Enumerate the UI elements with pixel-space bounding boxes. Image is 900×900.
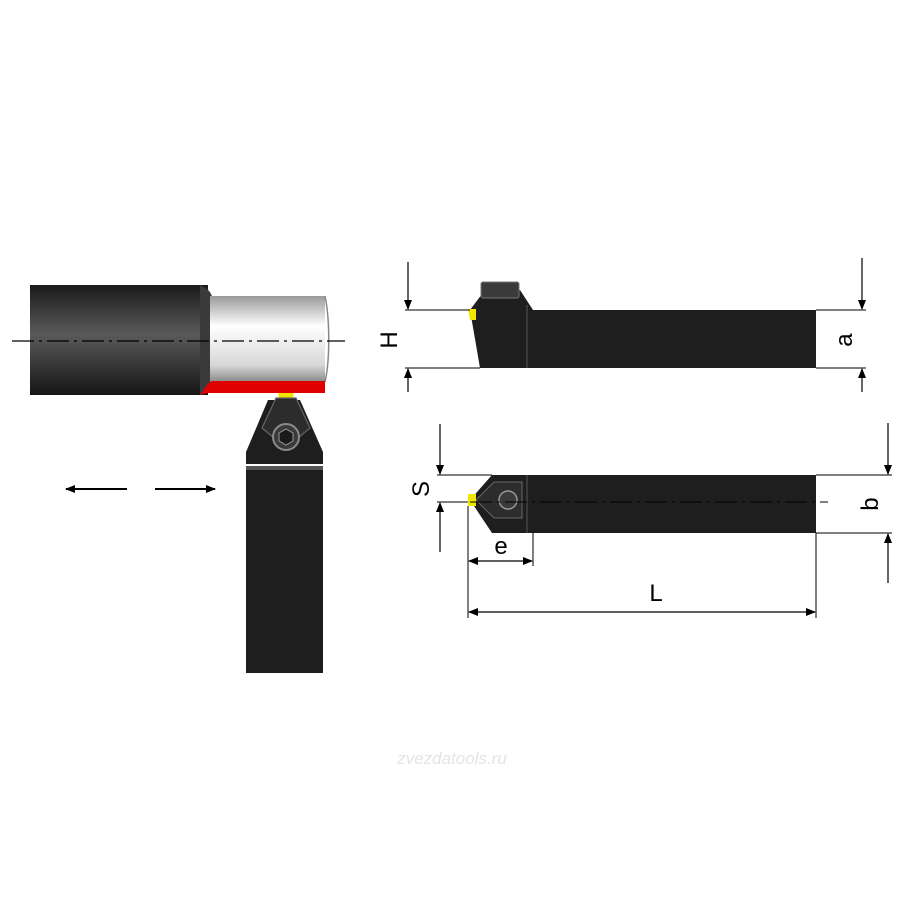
top-view-shank (533, 475, 816, 533)
dim-label-s: S (408, 481, 435, 497)
workpiece-shoulder (200, 285, 212, 395)
top-view-clamp-screw-icon (498, 490, 518, 510)
top-view-insert-tip (468, 494, 476, 506)
dim-label-a: a (831, 333, 858, 347)
dim-label-e: e (494, 533, 507, 560)
dim-label-b: b (857, 497, 884, 510)
workpiece (12, 285, 345, 395)
side-view-clamp (480, 281, 520, 299)
watermark: zvezdatools.ru (396, 749, 507, 768)
side-view: H a (376, 258, 866, 392)
workpiece-large-diameter (30, 285, 208, 395)
tool-front-view (246, 393, 323, 673)
workpiece-end-face (324, 295, 330, 383)
top-view: S b e L (408, 423, 892, 618)
workpiece-machined-diameter (210, 296, 325, 382)
tool-shank-highlight (246, 466, 323, 470)
side-view-shank (533, 310, 816, 368)
dim-label-l: L (649, 580, 662, 607)
tool-shank (246, 468, 323, 673)
hex-socket (278, 428, 294, 446)
cut-surface (200, 381, 325, 395)
dim-label-h: H (376, 331, 403, 348)
side-view-head (470, 290, 533, 368)
side-view-insert-tip (468, 309, 476, 320)
